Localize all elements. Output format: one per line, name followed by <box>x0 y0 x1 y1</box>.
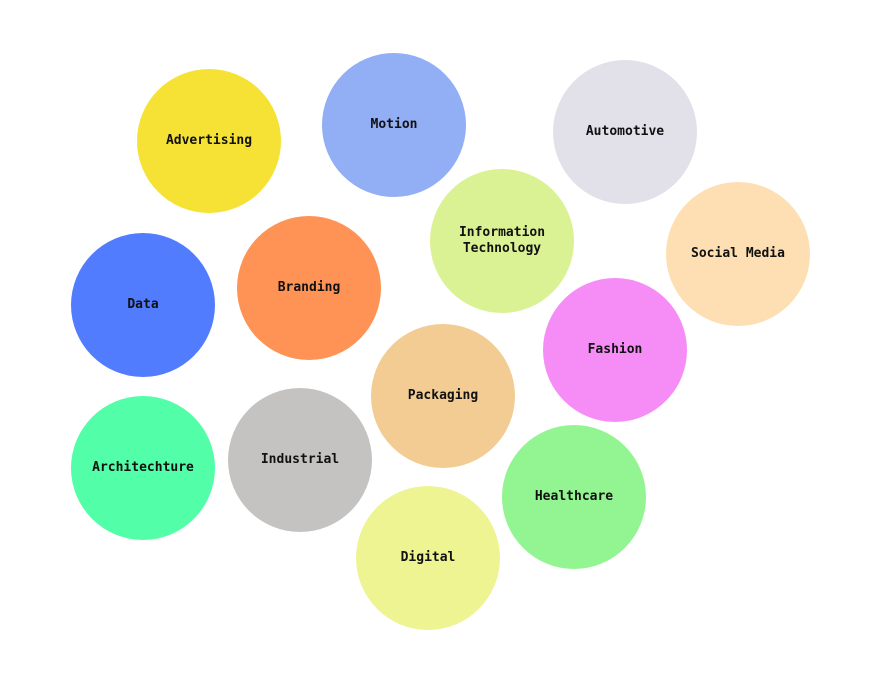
bubble-social-media[interactable]: Social Media <box>666 182 810 326</box>
bubble-label-branding: Branding <box>277 280 341 295</box>
bubble-advertising[interactable]: Advertising <box>137 69 281 213</box>
bubble-packaging[interactable]: Packaging <box>371 324 515 468</box>
bubble-label-data: Data <box>127 297 159 312</box>
bubble-motion[interactable]: Motion <box>322 53 466 197</box>
bubble-branding[interactable]: Branding <box>237 216 381 360</box>
bubble-label-information-technology: Information Technology <box>458 225 546 256</box>
bubble-label-motion: Motion <box>370 117 418 132</box>
bubble-fashion[interactable]: Fashion <box>543 278 687 422</box>
bubble-data[interactable]: Data <box>71 233 215 377</box>
bubble-information-technology[interactable]: Information Technology <box>430 169 574 313</box>
bubble-label-fashion: Fashion <box>587 342 643 357</box>
bubble-label-packaging: Packaging <box>407 388 479 403</box>
bubble-automotive[interactable]: Automotive <box>553 60 697 204</box>
bubble-digital[interactable]: Digital <box>356 486 500 630</box>
bubble-industrial[interactable]: Industrial <box>228 388 372 532</box>
bubble-label-social-media: Social Media <box>691 246 785 261</box>
bubble-healthcare[interactable]: Healthcare <box>502 425 646 569</box>
bubble-label-advertising: Advertising <box>165 133 253 148</box>
bubble-label-industrial: Industrial <box>260 452 340 467</box>
bubble-label-architecture: Architechture <box>92 460 194 475</box>
bubble-label-automotive: Automotive <box>585 124 665 139</box>
bubble-architecture[interactable]: Architechture <box>71 396 215 540</box>
bubble-label-digital: Digital <box>400 550 456 565</box>
bubble-label-healthcare: Healthcare <box>534 489 614 504</box>
